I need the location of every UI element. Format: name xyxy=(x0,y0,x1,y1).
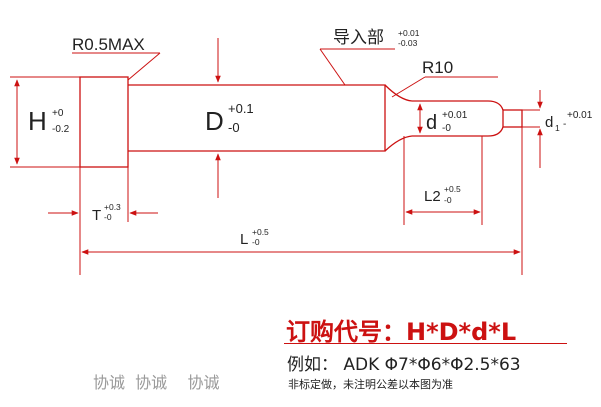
transition-top xyxy=(384,84,413,102)
d-section-top xyxy=(412,100,504,111)
dimension-labels: R0.5MAX 导入部 +0.01 -0.03 R10 H +0 -0.2 D … xyxy=(28,28,593,248)
H-label: H xyxy=(28,106,47,136)
d1-tol-upper: +0.01 xyxy=(567,110,593,121)
tip-d1 xyxy=(502,109,523,128)
punch-shank xyxy=(128,84,386,152)
L2-tol-lower: -0 xyxy=(444,195,452,205)
guide-label: 导入部 xyxy=(333,28,384,47)
order-code-title: 订购代号：H*D*d*L xyxy=(286,318,517,346)
T-tol-upper: +0.3 xyxy=(104,202,121,212)
extension-lines xyxy=(10,48,540,275)
tolerance-note: 非标定做，未注明公差以本图为准 xyxy=(288,378,453,391)
T-tol-lower: -0 xyxy=(104,212,112,222)
d1-subscript: 1 xyxy=(555,123,560,133)
guide-tol-upper: +0.01 xyxy=(398,28,420,38)
L-label: L xyxy=(240,231,248,248)
d-tol-upper: +0.01 xyxy=(442,110,468,121)
punch-head xyxy=(79,76,129,168)
part-outline xyxy=(79,76,523,168)
H-tol-lower: -0.2 xyxy=(52,124,70,135)
r10-label: R10 xyxy=(422,58,453,77)
title-underline xyxy=(284,343,567,344)
L-tol-lower: -0 xyxy=(252,237,260,247)
T-label: T xyxy=(92,207,101,224)
d-tol-lower: -0 xyxy=(442,123,451,134)
d-label: d xyxy=(426,112,437,134)
guide-tol-lower: -0.03 xyxy=(398,38,418,48)
D-tol-lower: -0 xyxy=(228,120,240,135)
transition-bottom xyxy=(384,135,413,152)
H-tol-upper: +0 xyxy=(52,108,64,119)
order-example: 例如： ADK Φ7*Φ6*Φ2.5*63 xyxy=(287,355,521,375)
L-tol-upper: +0.5 xyxy=(252,227,269,237)
D-label: D xyxy=(205,106,224,136)
d1-label: d xyxy=(545,114,553,131)
d1-tol-lower: - xyxy=(563,119,566,130)
r-max-label: R0.5MAX xyxy=(72,35,145,54)
L2-label: L2 xyxy=(424,188,441,205)
dimension-lines xyxy=(14,38,543,255)
d-section-bottom xyxy=(412,126,504,137)
D-tol-upper: +0.1 xyxy=(228,101,254,116)
watermark-text: 协诚 协诚 协诚 xyxy=(93,373,220,392)
L2-tol-upper: +0.5 xyxy=(444,184,461,194)
